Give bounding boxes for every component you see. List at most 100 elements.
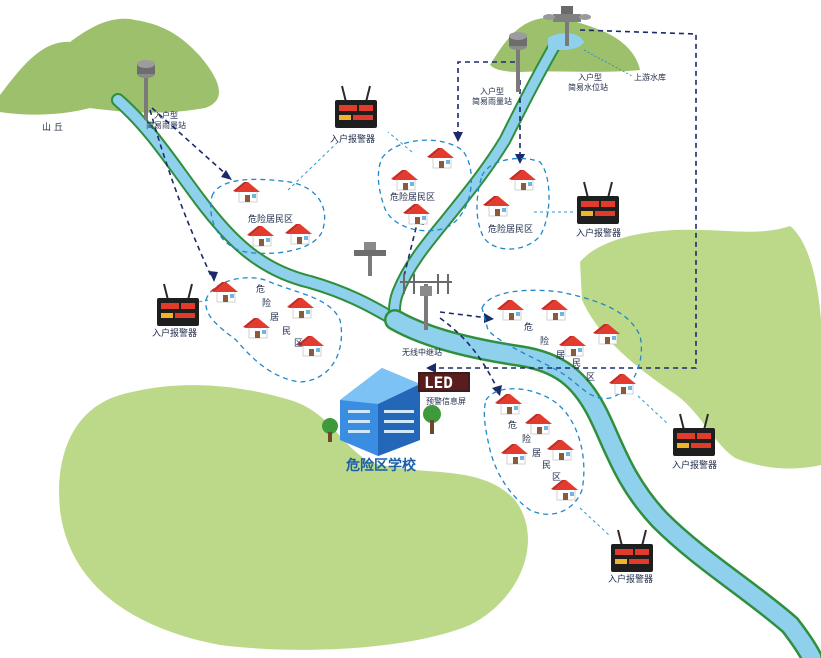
terrain	[0, 17, 821, 650]
zone-c-outline	[476, 157, 550, 250]
plain-right	[580, 226, 821, 469]
alarm-device-icon	[610, 529, 654, 573]
alarm-label: 入户报警器	[672, 459, 717, 471]
zone-char: 险	[540, 335, 549, 347]
arrowhead	[484, 313, 494, 323]
plain-bottom-left	[59, 385, 528, 650]
zone-char: 区	[586, 372, 595, 383]
arrowhead	[492, 385, 502, 396]
zone-b-outline	[377, 139, 472, 232]
house-icon	[546, 439, 575, 461]
alarm-label: 入户报警器	[330, 133, 375, 145]
link-rain2-zoneB	[457, 61, 515, 136]
house-icon	[232, 181, 261, 203]
link-water-relay	[432, 29, 697, 369]
water-station-label-top: 入户型	[578, 72, 602, 82]
river-right-branch	[389, 40, 560, 325]
zone-d-vertical-label: 危 险 居 民 区	[256, 283, 303, 349]
zone-char: 危	[256, 283, 265, 295]
water-station-label-bottom: 简易水位站	[568, 82, 608, 92]
mountain-left	[0, 18, 219, 115]
zone-char: 民	[542, 460, 551, 471]
led-caption: 预警信息屏	[426, 396, 466, 406]
comm-links	[149, 29, 697, 391]
zone-c-label: 危险居民区	[488, 223, 533, 235]
house-icon	[286, 297, 315, 319]
house-icon	[210, 281, 239, 303]
zone-d-outline	[205, 277, 343, 383]
text-labels: 山 丘 上游水库 入户型 简易雨量站 入户型 简易雨量站 入户型 简易水位站 无…	[42, 49, 717, 585]
rain-station1-label-bottom: 简易雨量站	[146, 120, 186, 130]
relay-antenna-icon	[354, 242, 386, 276]
zone-char: 区	[552, 472, 561, 483]
zone-char: 危	[508, 419, 517, 431]
river-left-branch	[113, 95, 400, 325]
zone-f-outline	[483, 388, 585, 515]
zone-e-outline	[481, 289, 642, 400]
link-rain1-zoneA	[151, 107, 229, 177]
danger-zones	[205, 139, 642, 515]
house-icon	[540, 299, 569, 321]
zone-char: 险	[262, 297, 271, 309]
relay-antenna-icon	[400, 274, 452, 330]
house-icon	[608, 373, 637, 395]
rain-station1-label-top: 入户型	[154, 110, 178, 120]
zone-char: 居	[532, 448, 541, 459]
arrowhead	[426, 363, 436, 373]
house-icon	[496, 299, 525, 321]
alarm-label: 入户报警器	[576, 227, 621, 239]
link-relay-up	[403, 219, 419, 277]
alarm-device-icon	[334, 85, 378, 129]
zone-char: 民	[572, 358, 581, 369]
zone-a-label: 危险居民区	[248, 213, 293, 225]
house-icon	[284, 223, 313, 245]
house-icon	[402, 203, 431, 225]
reservoir-label: 上游水库	[634, 72, 666, 82]
zone-char: 区	[294, 338, 303, 349]
arrowhead	[221, 170, 232, 180]
house-icon	[246, 225, 275, 247]
house-icon	[500, 443, 529, 465]
alarm-label: 入户报警器	[152, 327, 197, 339]
link-zoneF-alarm	[579, 507, 611, 537]
link-zoneA-alarm	[287, 139, 341, 191]
zone-b-label: 危险居民区	[390, 191, 435, 203]
house-icon	[242, 317, 271, 339]
zone-char: 居	[556, 350, 565, 361]
link-zoneE-alarm	[637, 395, 669, 425]
zone-char: 民	[282, 326, 291, 337]
link-relay-zoneE	[439, 311, 489, 319]
link-relay-zoneF	[439, 317, 499, 391]
zone-char: 居	[270, 312, 279, 323]
river-system	[111, 38, 821, 658]
rain-station2-label-bottom: 简易雨量站	[472, 96, 512, 106]
house-icon	[426, 147, 455, 169]
rain-station2-label-top: 入户型	[480, 86, 504, 96]
river-main	[386, 311, 821, 658]
alarm-device-icon	[156, 283, 200, 327]
led-screen-icon: LED	[418, 372, 470, 392]
zone-f-vertical-label: 危 险 居 民 区	[508, 419, 561, 483]
school-building-icon	[322, 368, 441, 456]
arrowhead	[453, 132, 463, 142]
house-icon	[550, 479, 579, 501]
arrowhead	[515, 154, 525, 164]
mountain-label: 山 丘	[42, 122, 63, 133]
water-level-sensor-icon	[543, 6, 591, 46]
led-screen-text: LED	[424, 373, 453, 392]
zone-e-vertical-label: 危 险 居 民 区	[524, 321, 595, 383]
alarm-device-icon	[576, 181, 620, 225]
zone-char: 险	[522, 433, 531, 445]
house-icon	[508, 169, 537, 191]
zone-char: 危	[524, 321, 533, 333]
house-icon	[390, 169, 419, 191]
house-icon	[524, 413, 553, 435]
house-icon	[494, 393, 523, 415]
arrowhead	[209, 271, 218, 282]
school-label: 危险区学校	[345, 457, 417, 474]
reservoir-leader	[583, 49, 633, 77]
relay-label: 无线中继站	[402, 347, 442, 357]
alarm-label: 入户报警器	[608, 573, 653, 585]
link-zoneB-alarm	[387, 131, 413, 153]
